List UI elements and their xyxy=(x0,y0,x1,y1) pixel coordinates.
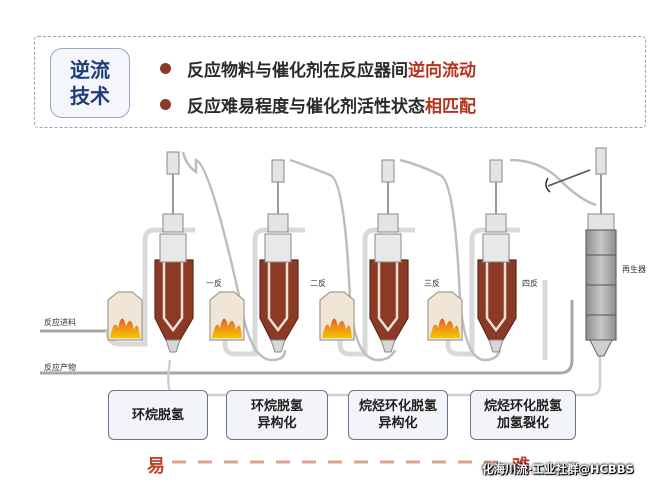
bullet-1-highlight: 逆向流动 xyxy=(408,61,476,81)
regen-return-line xyxy=(167,355,602,397)
badge-line-1: 逆流 xyxy=(70,58,110,82)
step-box-4: 烷烃环化脱氢 加氢裂化 xyxy=(470,390,576,440)
catalyst-line-2 xyxy=(289,158,397,362)
bullet-2: 反应难易程度与催化剂活性状态相匹配 xyxy=(160,92,476,117)
hard-label: 难 xyxy=(512,456,530,477)
heater-3 xyxy=(319,291,355,341)
gas-line-2 xyxy=(222,227,305,357)
step-4-line2: 加氢裂化 xyxy=(496,416,549,431)
regenerator xyxy=(585,147,617,357)
heater-1 xyxy=(107,291,143,341)
watermark: 化海川流·工业社群@HCBBS xyxy=(482,462,634,476)
step-2-line1: 环烷脱氢 xyxy=(250,399,303,414)
feed-label: 反应进料 xyxy=(44,318,76,327)
bullet-dot-icon xyxy=(160,63,171,74)
step-box-1: 环烷脱氢 xyxy=(108,390,208,440)
step-4-line1: 烷烃环化脱氢 xyxy=(483,399,562,414)
bullet-1: 反应物料与催化剂在反应器间逆向流动 xyxy=(160,56,476,81)
heater-4 xyxy=(427,291,463,341)
lift-line xyxy=(547,169,591,187)
reactor-4-label: 四反 xyxy=(522,279,538,288)
header-panel xyxy=(34,36,646,128)
easy-label: 易 xyxy=(147,456,165,477)
reactor-1-label: 一反 xyxy=(206,279,222,288)
catalyst-line-4 xyxy=(509,158,597,207)
heater-2 xyxy=(209,291,245,341)
step-2-line2: 异构化 xyxy=(257,416,297,431)
product-line xyxy=(40,300,574,375)
reactor-2-label: 二反 xyxy=(310,279,326,288)
catalyst-line-3 xyxy=(399,158,502,362)
bullet-dot-icon xyxy=(160,99,171,110)
reactor-4 xyxy=(477,159,517,353)
bullet-1-text: 反应物料与催化剂在反应器间 xyxy=(187,61,408,81)
product-label: 反应产物 xyxy=(44,363,76,372)
reactor-3-label: 三反 xyxy=(424,279,440,288)
badge-line-2: 技术 xyxy=(70,84,110,108)
step-box-2: 环烷脱氢 异构化 xyxy=(226,390,328,440)
catalyst-line-1 xyxy=(181,151,287,362)
title-badge: 逆流 技术 xyxy=(50,48,130,118)
step-3-line2: 异构化 xyxy=(378,416,418,431)
regenerator-label: 再生器 xyxy=(622,265,646,274)
bullet-2-text: 反应难易程度与催化剂活性状态 xyxy=(187,97,425,117)
step-1-line1: 环烷脱氢 xyxy=(131,407,184,423)
reactor-1 xyxy=(154,151,194,353)
gas-line-4 xyxy=(445,227,520,357)
valve-mark xyxy=(545,177,551,193)
step-3-line1: 烷烃环化脱氢 xyxy=(358,399,437,414)
reactor-3 xyxy=(369,159,409,353)
reactor-2 xyxy=(259,159,299,353)
step-box-3: 烷烃环化脱氢 异构化 xyxy=(348,390,448,440)
bullet-2-highlight: 相匹配 xyxy=(425,97,476,117)
